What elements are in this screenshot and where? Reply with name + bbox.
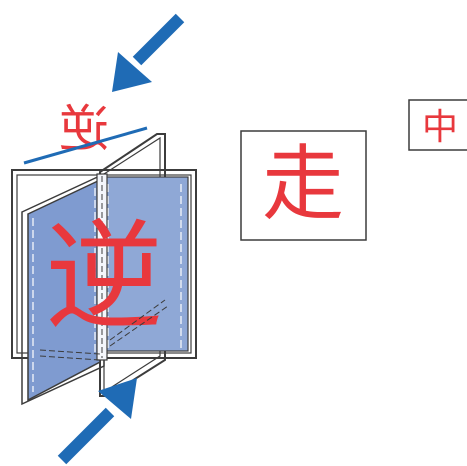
- partial-card-character: 中: [422, 107, 458, 148]
- card-character: 走: [262, 137, 344, 232]
- bottom-track: [39, 299, 169, 361]
- partial-character-card: 中: [408, 99, 467, 151]
- main-character: 逆: [45, 208, 163, 346]
- character-card: 走: [240, 130, 367, 241]
- center-hinge: [96, 173, 108, 361]
- reflection-baseline: [23, 126, 148, 165]
- reflected-character: 逆: [59, 100, 109, 158]
- left-glass-panel: [21, 172, 105, 406]
- arrow-up-right-icon: [57, 378, 137, 465]
- arrow-down-left-icon: [112, 13, 185, 92]
